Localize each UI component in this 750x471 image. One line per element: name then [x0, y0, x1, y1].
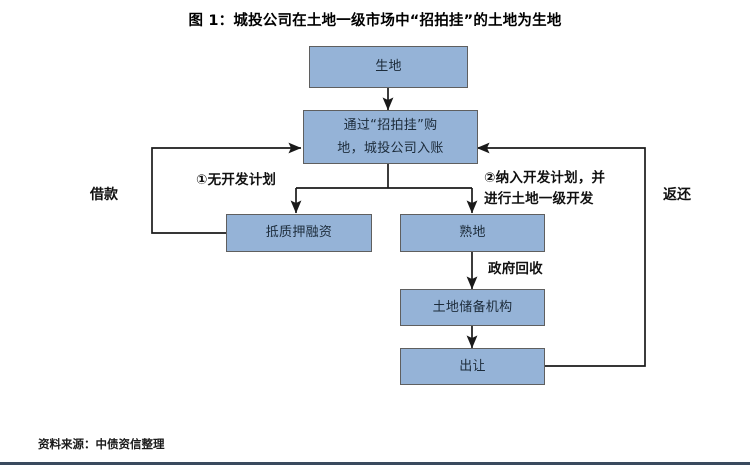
node-land-reserve-agency-label: 土地储备机构: [432, 299, 513, 315]
node-raw-land-label: 生地: [375, 59, 402, 74]
edge-label-branch-two-line-2: 进行土地一级开发: [484, 191, 594, 207]
node-pledge-financing[interactable]: 抵质押融资: [226, 214, 372, 252]
node-transfer[interactable]: 出让: [400, 348, 545, 385]
edge-repay-loop: [476, 142, 646, 367]
side-label-repay: 返还: [663, 187, 691, 203]
source-note: 资料来源：中债资信整理: [38, 437, 165, 451]
node-raw-land[interactable]: 生地: [309, 46, 468, 88]
bottom-rule: [0, 462, 750, 465]
node-developed-land-label: 熟地: [459, 225, 486, 240]
edge-label-branch-one: ①无开发计划: [196, 172, 277, 188]
node-acquire-line-1: 通过“招拍挂”购: [343, 118, 438, 133]
edge-label-government-recovery: 政府回收: [488, 261, 543, 277]
edge-label-branch-two-line-1: ②纳入开发计划，并: [484, 170, 606, 186]
edge-borrow-loop: [151, 142, 302, 234]
node-developed-land[interactable]: 熟地: [400, 214, 545, 252]
node-land-reserve-agency[interactable]: 土地储备机构: [400, 289, 545, 326]
node-pledge-financing-label: 抵质押融资: [265, 225, 333, 240]
node-transfer-label: 出让: [459, 358, 486, 374]
node-acquire-line-2: 地，城投公司入账: [337, 141, 444, 156]
node-acquire-via-auction[interactable]: 通过“招拍挂”购 地，城投公司入账: [303, 110, 478, 164]
side-label-borrow: 借款: [90, 187, 118, 203]
figure-title: 图 1：城投公司在土地一级市场中“招拍挂”的土地为生地: [188, 13, 562, 29]
